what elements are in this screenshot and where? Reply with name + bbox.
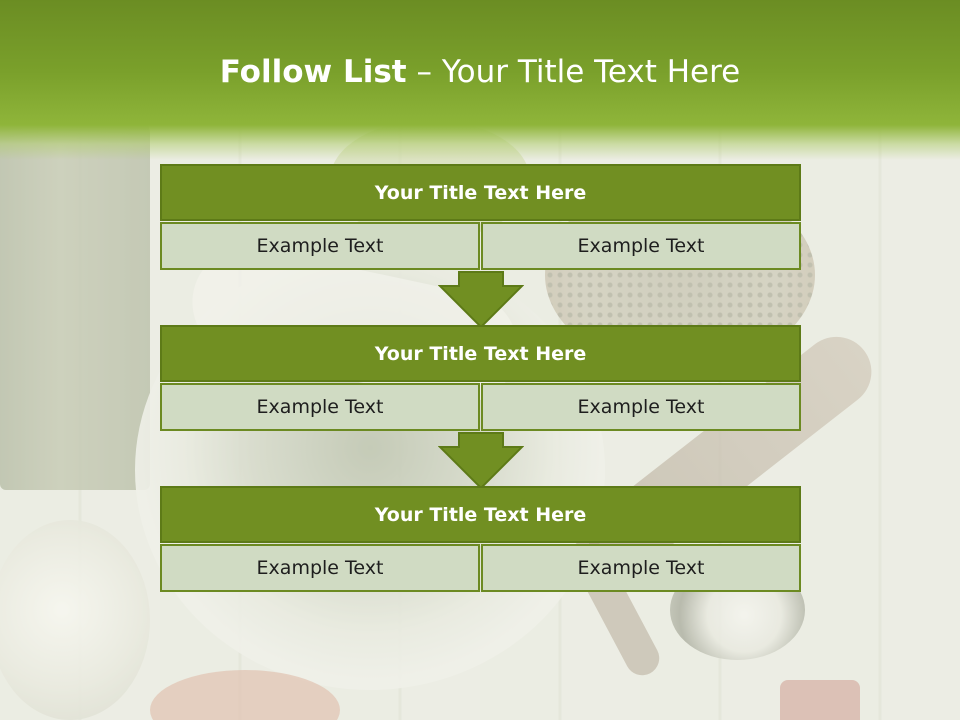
slide-title-strong: Follow List bbox=[219, 54, 407, 90]
example-text-right: Example Text bbox=[481, 544, 801, 592]
title-banner: Follow List – Your Title Text Here bbox=[0, 0, 960, 160]
list-block-1: Your Title Text Here Example Text Exampl… bbox=[160, 164, 801, 270]
down-arrow-icon bbox=[438, 432, 524, 490]
example-text-right: Example Text bbox=[481, 383, 801, 431]
list-block-3: Your Title Text Here Example Text Exampl… bbox=[160, 486, 801, 592]
block-row: Example Text Example Text bbox=[160, 544, 801, 592]
example-text-left: Example Text bbox=[160, 544, 480, 592]
jar-image bbox=[780, 680, 860, 720]
example-text-left: Example Text bbox=[160, 222, 480, 270]
block-title: Your Title Text Here bbox=[160, 325, 801, 382]
block-title: Your Title Text Here bbox=[160, 486, 801, 543]
example-text-left: Example Text bbox=[160, 383, 480, 431]
slide-title: Follow List – Your Title Text Here bbox=[0, 54, 960, 90]
example-text-right: Example Text bbox=[481, 222, 801, 270]
list-block-2: Your Title Text Here Example Text Exampl… bbox=[160, 325, 801, 431]
garlic-image bbox=[0, 520, 150, 720]
down-arrow-icon bbox=[438, 271, 524, 329]
bottle-image bbox=[0, 110, 150, 490]
slide-title-rest: – Your Title Text Here bbox=[406, 54, 741, 90]
block-title: Your Title Text Here bbox=[160, 164, 801, 221]
block-row: Example Text Example Text bbox=[160, 383, 801, 431]
block-row: Example Text Example Text bbox=[160, 222, 801, 270]
